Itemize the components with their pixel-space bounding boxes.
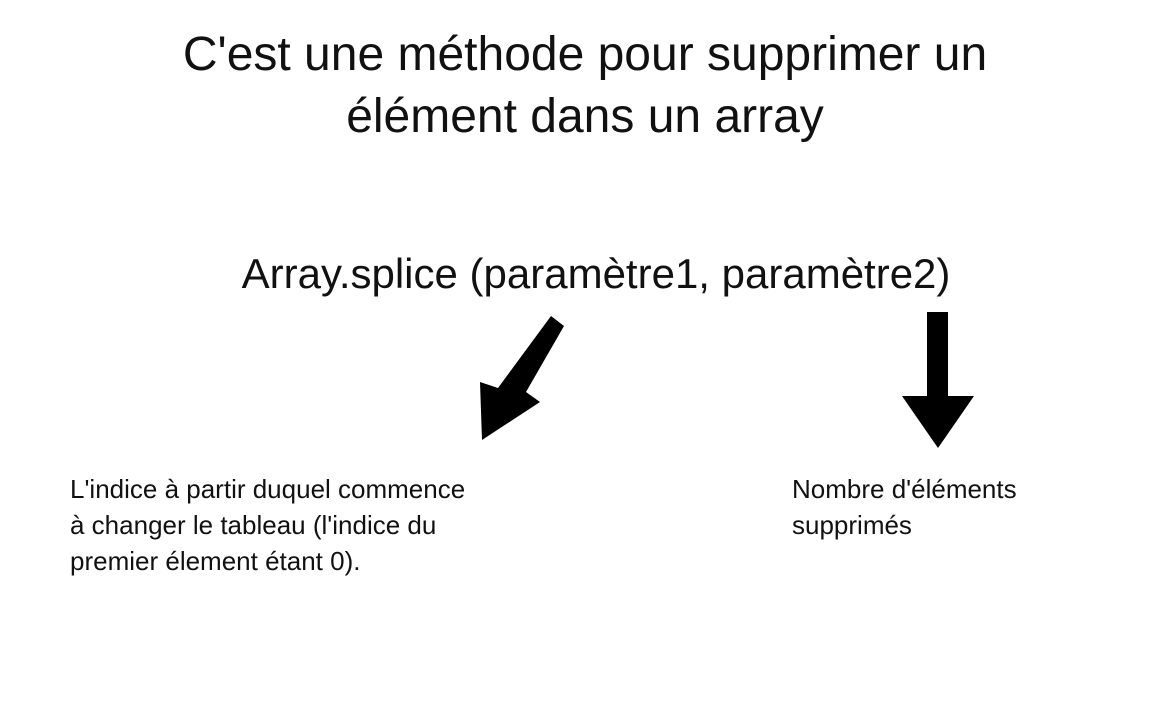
param1-line-2: à changer le tableau (l'indice du	[70, 510, 437, 540]
param1-line-3: premier élement étant 0).	[70, 546, 361, 576]
param2-line-1: Nombre d'éléments	[792, 474, 1017, 504]
param1-line-1: L'indice à partir duquel commence	[70, 474, 466, 504]
title-line-2: élément dans un array	[346, 90, 824, 143]
param1-description: L'indice à partir duquel commence à chan…	[70, 471, 465, 579]
diagonal-arrow-down-left-icon	[480, 316, 564, 440]
arrow-down-icon	[902, 312, 974, 448]
diagram-title: C'est une méthode pour supprimer un élém…	[0, 24, 1170, 148]
splice-signature: Array.splice (paramètre1, paramètre2)	[241, 250, 951, 297]
param2-line-2: supprimés	[792, 510, 912, 540]
title-line-1: C'est une méthode pour supprimer un	[182, 28, 988, 81]
param2-description: Nombre d'éléments supprimés	[792, 471, 1017, 543]
